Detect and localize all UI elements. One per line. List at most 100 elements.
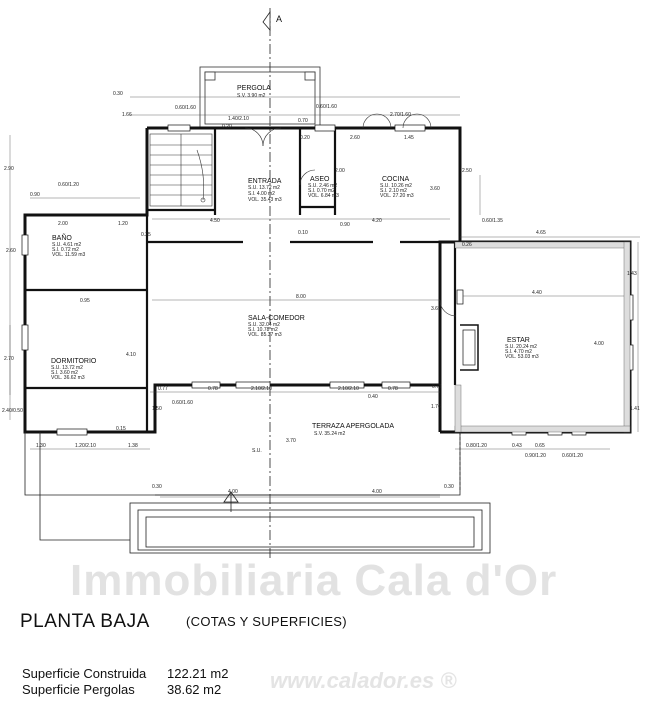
dim-label: 1.30 xyxy=(36,443,46,449)
watermark-brand-text: Immobiliaria Cala d'Or xyxy=(70,556,558,605)
dim-label: 2.00 xyxy=(335,168,345,174)
room-sala-comedor-vol: VOL. 85.37 m3 xyxy=(248,332,282,338)
dim-label: 3.70 xyxy=(286,438,296,444)
dim-label: 1.20 xyxy=(118,221,128,227)
dim-label: 0.10 xyxy=(298,230,308,236)
dim-label: 0.30 xyxy=(444,484,454,490)
dim-label: 0.65 xyxy=(535,443,545,449)
dim-label: 1.76 xyxy=(431,404,441,410)
dim-label: 8.00 xyxy=(296,294,306,300)
dimension-lines xyxy=(9,96,640,498)
room-dormitorio-name: DORMITORIO xyxy=(51,358,97,365)
room-terraza-name: TERRAZA APERGOLADA xyxy=(312,423,394,430)
dim-label: 2.70/1.60 xyxy=(390,112,411,118)
page-title: PLANTA BAJA xyxy=(20,611,150,632)
dim-label: 0.30 xyxy=(113,91,123,97)
room-cocina-si: S.I. 2.10 m2 xyxy=(380,188,407,194)
surface-row-pergolas: Superficie Pergolas 38.62 m2 xyxy=(22,682,221,697)
dim-label: S.U. xyxy=(252,448,262,454)
fireplace xyxy=(460,324,479,371)
room-sala-comedor-si: S.I. 10.78 m2 xyxy=(248,327,278,333)
surface-built-value: 122.21 m2 xyxy=(167,666,229,681)
room-cocina-su: S.U. 10.26 m2 xyxy=(380,183,412,189)
room-bano-si: S.I. 0.72 m2 xyxy=(52,247,79,253)
dim-label: 2.90 xyxy=(4,166,14,172)
dim-label: 0.25 xyxy=(141,232,151,238)
dim-label: 2.10/2.10 xyxy=(338,386,359,392)
room-aseo-su: S.U. 2.46 m2 xyxy=(308,183,337,189)
room-aseo-si: S.I. 0.70 m2 xyxy=(308,188,335,194)
room-cocina-vol: VOL. 27.20 m3 xyxy=(380,193,414,199)
dim-label: 1.38 xyxy=(128,443,138,449)
surface-pergolas-label: Superficie Pergolas xyxy=(22,682,135,697)
dim-label: 0.95 xyxy=(80,298,90,304)
dim-label: 2.10/2.10 xyxy=(251,386,272,392)
watermark-site: www.calador.es ® xyxy=(270,668,457,694)
inner-walls xyxy=(25,128,457,432)
dim-label: 2.00 xyxy=(58,221,68,227)
dim-label: 4.65 xyxy=(536,230,546,236)
estar-walls-hatch xyxy=(454,241,631,433)
room-pergola-sv: S.V. 3.90 m2 xyxy=(237,93,266,99)
dim-label: 0.90/1.20 xyxy=(525,453,546,459)
dim-label: 0.60/1.35 xyxy=(482,218,503,224)
room-estar-su: S.U. 20.24 m2 xyxy=(505,344,537,350)
dim-label: 1.66 xyxy=(122,112,132,118)
dim-label: 1.41 xyxy=(630,406,640,412)
dim-label: 1.43 xyxy=(627,271,637,277)
dim-label: 0.78 xyxy=(388,386,398,392)
terrace xyxy=(24,432,491,554)
dim-label: 0.90 xyxy=(340,222,350,228)
dim-label: 0.60/1.60 xyxy=(172,400,193,406)
dim-label: 2.70 xyxy=(4,356,14,362)
dim-label: 2.50 xyxy=(462,168,472,174)
room-estar-name: ESTAR xyxy=(507,337,530,344)
dim-label: 0.20 xyxy=(222,124,232,130)
dim-label: 0.40 xyxy=(368,394,378,400)
stair xyxy=(149,133,213,207)
dim-label: 3.60 xyxy=(430,186,440,192)
surface-built-label: Superficie Construida xyxy=(22,666,147,681)
room-entrada-name: ENTRADA xyxy=(248,178,282,185)
room-estar-si: S.I. 4.70 m2 xyxy=(505,349,532,355)
dim-label: 0.60/1.20 xyxy=(58,182,79,188)
section-label-top: A xyxy=(276,14,282,24)
dim-label: 2.60 xyxy=(6,248,16,254)
room-sala-comedor-name: SALA-COMEDOR xyxy=(248,315,305,322)
dim-label: 4.00 xyxy=(372,489,382,495)
dim-label: 1.45 xyxy=(404,135,414,141)
surface-row-built: Superficie Construida 122.21 m2 xyxy=(22,666,228,681)
room-dormitorio-vol: VOL. 36.62 m3 xyxy=(51,375,85,381)
dim-label: 4.20 xyxy=(372,218,382,224)
dim-label: 0.30 xyxy=(152,484,162,490)
room-bano-vol: VOL. 11.59 m3 xyxy=(52,252,85,258)
dim-label: 2.60 xyxy=(350,135,360,141)
dim-label: 0.60/1.60 xyxy=(316,104,337,110)
dim-label: 3.65 xyxy=(431,306,441,312)
dim-label: 0.26 xyxy=(462,242,472,248)
dim-label: 2.40/0.50 xyxy=(2,408,23,414)
dim-label: 4.00 xyxy=(594,341,604,347)
dim-label: 0.60/1.20 xyxy=(562,453,583,459)
room-entrada-su: S.U. 13.72 m2 xyxy=(248,185,280,191)
dim-label: 0.43 xyxy=(512,443,522,449)
dim-label: 0.15 xyxy=(116,426,126,432)
room-bano-name: BAÑO xyxy=(52,233,72,242)
room-aseo-vol: VOL. 6.84 m3 xyxy=(308,193,339,199)
room-entrada-si: S.I. 4.00 m2 xyxy=(248,191,275,197)
dim-label: 4.10 xyxy=(126,352,136,358)
dim-label: 0.78 xyxy=(208,386,218,392)
dim-label: 0.70 xyxy=(298,118,308,124)
dim-label: 0.80/1.20 xyxy=(466,443,487,449)
dim-label: 4.00 xyxy=(228,489,238,495)
room-estar-vol: VOL. 53.03 m3 xyxy=(505,354,539,360)
room-entrada-vol: VOL. 35.43 m3 xyxy=(248,197,282,203)
dim-label: 0.77 xyxy=(158,386,168,392)
page-subtitle: (COTAS Y SUPERFICIES) xyxy=(186,614,347,629)
floor-plan: A xyxy=(2,8,640,560)
dim-label: 1.20/2.10 xyxy=(75,443,96,449)
room-dormitorio-su: S.U. 13.72 m2 xyxy=(51,365,83,371)
room-aseo-name: ASEO xyxy=(310,176,330,183)
dim-label: 0.60/1.60 xyxy=(175,105,196,111)
doors xyxy=(244,113,457,317)
